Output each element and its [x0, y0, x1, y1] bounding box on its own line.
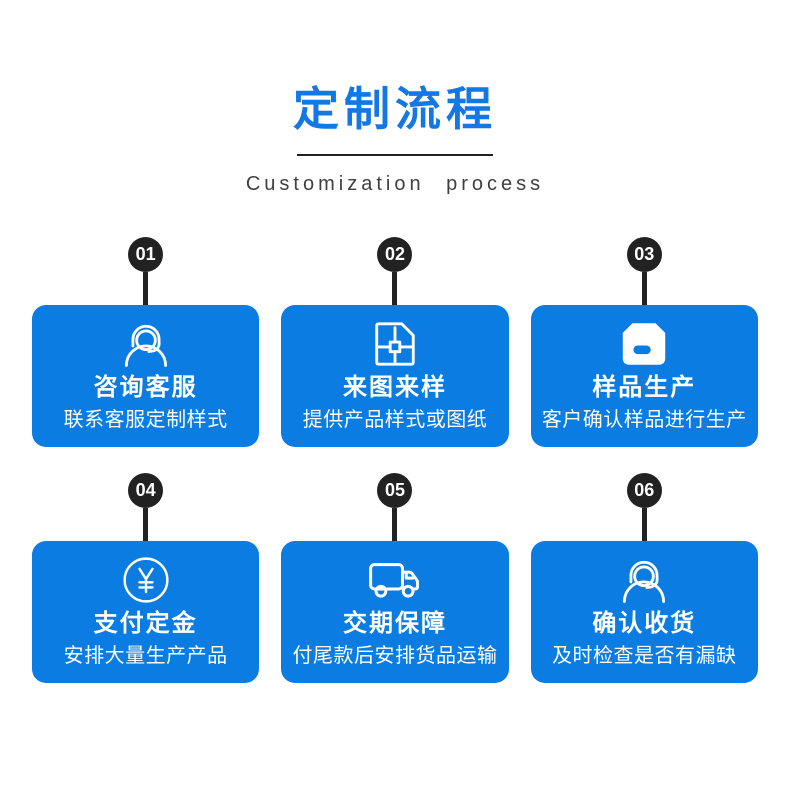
step-number-badge: 05 — [377, 473, 413, 508]
connector-line — [143, 508, 149, 541]
connector-line — [641, 508, 647, 541]
sample-box-icon — [617, 317, 671, 371]
step-card: 交期保障 付尾款后安排货品运输 — [281, 541, 509, 683]
step-desc: 提供产品样式或图纸 — [302, 408, 488, 431]
title-underline — [297, 154, 493, 156]
yen-coin-icon — [120, 553, 172, 607]
step-desc: 联系客服定制样式 — [63, 408, 228, 431]
blueprint-icon — [370, 317, 420, 371]
step-number-badge: 03 — [626, 237, 662, 272]
step-desc: 付尾款后安排货品运输 — [292, 644, 498, 667]
step-desc: 客户确认样品进行生产 — [541, 408, 747, 431]
step-number-badge: 02 — [377, 237, 413, 272]
connector-line — [143, 272, 149, 305]
step-card: 支付定金 安排大量生产产品 — [32, 541, 260, 683]
step-card: 确认收货 及时检查是否有漏缺 — [530, 541, 758, 683]
connector-line — [641, 272, 647, 305]
connector-line — [392, 272, 398, 305]
step-title: 支付定金 — [93, 610, 198, 637]
step-title: 确认收货 — [592, 610, 697, 637]
header: 定制流程 Customization process — [0, 0, 790, 196]
page-title: 定制流程 — [293, 83, 497, 135]
truck-icon — [365, 553, 425, 607]
step-5: 05 交期保障 付尾款后安排货品运输 — [281, 473, 509, 683]
step-4: 04 支付定金 安排大量生产产品 — [32, 473, 260, 683]
connector-line — [392, 508, 398, 541]
step-desc: 安排大量生产产品 — [63, 644, 228, 667]
step-desc: 及时检查是否有漏缺 — [552, 644, 737, 667]
step-number-badge: 04 — [128, 473, 164, 508]
steps-grid: 01 咨询客服 联系客服定制样式 02 — [32, 237, 758, 683]
headset-icon — [118, 317, 174, 371]
step-title: 交期保障 — [342, 610, 447, 637]
headset-icon — [616, 553, 672, 607]
step-card: 来图来样 提供产品样式或图纸 — [281, 305, 509, 447]
step-number-badge: 01 — [128, 237, 164, 272]
step-1: 01 咨询客服 联系客服定制样式 — [32, 237, 260, 447]
step-title: 咨询客服 — [93, 374, 198, 401]
step-card: 样品生产 客户确认样品进行生产 — [530, 305, 758, 447]
page-subtitle: Customization process — [245, 173, 545, 195]
step-number-badge: 06 — [626, 473, 662, 508]
step-2: 02 来图来样 提供产品样式或图纸 — [281, 237, 509, 447]
step-card: 咨询客服 联系客服定制样式 — [32, 305, 260, 447]
step-3: 03 样品生产 客户确认样品进行生产 — [530, 237, 758, 447]
step-title: 来图来样 — [342, 374, 447, 401]
step-title: 样品生产 — [592, 374, 697, 401]
step-6: 06 确认收货 及时检查是否有漏缺 — [530, 473, 758, 683]
